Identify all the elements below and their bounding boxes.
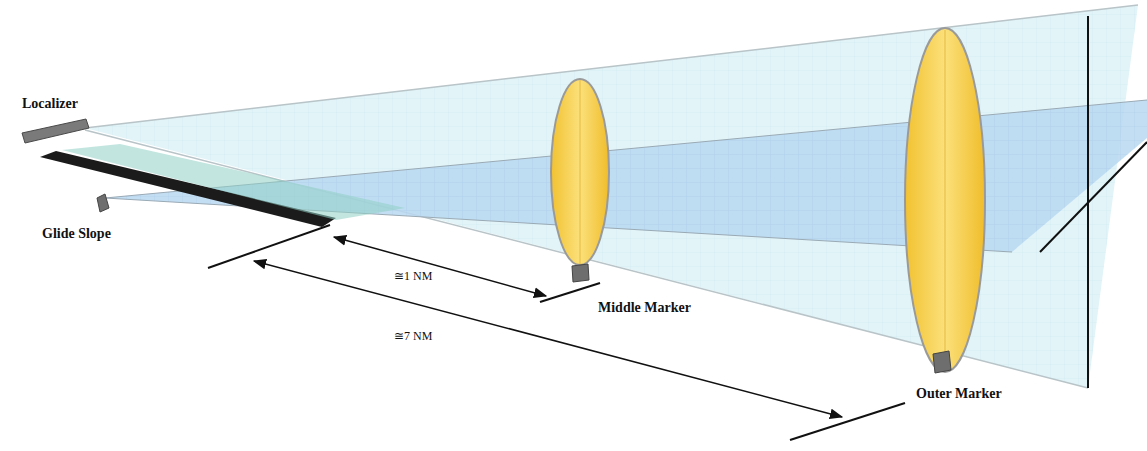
marker-axis [580,80,581,265]
antenna-label: Glide Slope [42,226,111,241]
dimension-arrow [334,237,546,296]
outer-marker-beacon [933,351,951,373]
marker-label: Outer Marker [916,386,1002,401]
runway-overlay [62,144,405,220]
dimension-tick [208,225,330,268]
plane-end-line [1087,16,1089,388]
dimension-arrow [254,261,842,417]
antenna-label: Localizer [22,96,78,111]
distance-label: ≅1 NM [392,270,434,283]
middle-marker-beacon [572,264,589,282]
marker-label: Middle Marker [598,300,691,315]
localizer-antenna [22,119,89,143]
distance-label: ≅7 NM [392,330,434,343]
dimension-tick [540,283,600,302]
glide-slope-antenna [97,194,109,212]
marker-axis [945,30,946,370]
middle-marker-beam [551,79,609,265]
outer-marker-beam [905,28,985,372]
glide-slope-edge [1040,142,1147,252]
